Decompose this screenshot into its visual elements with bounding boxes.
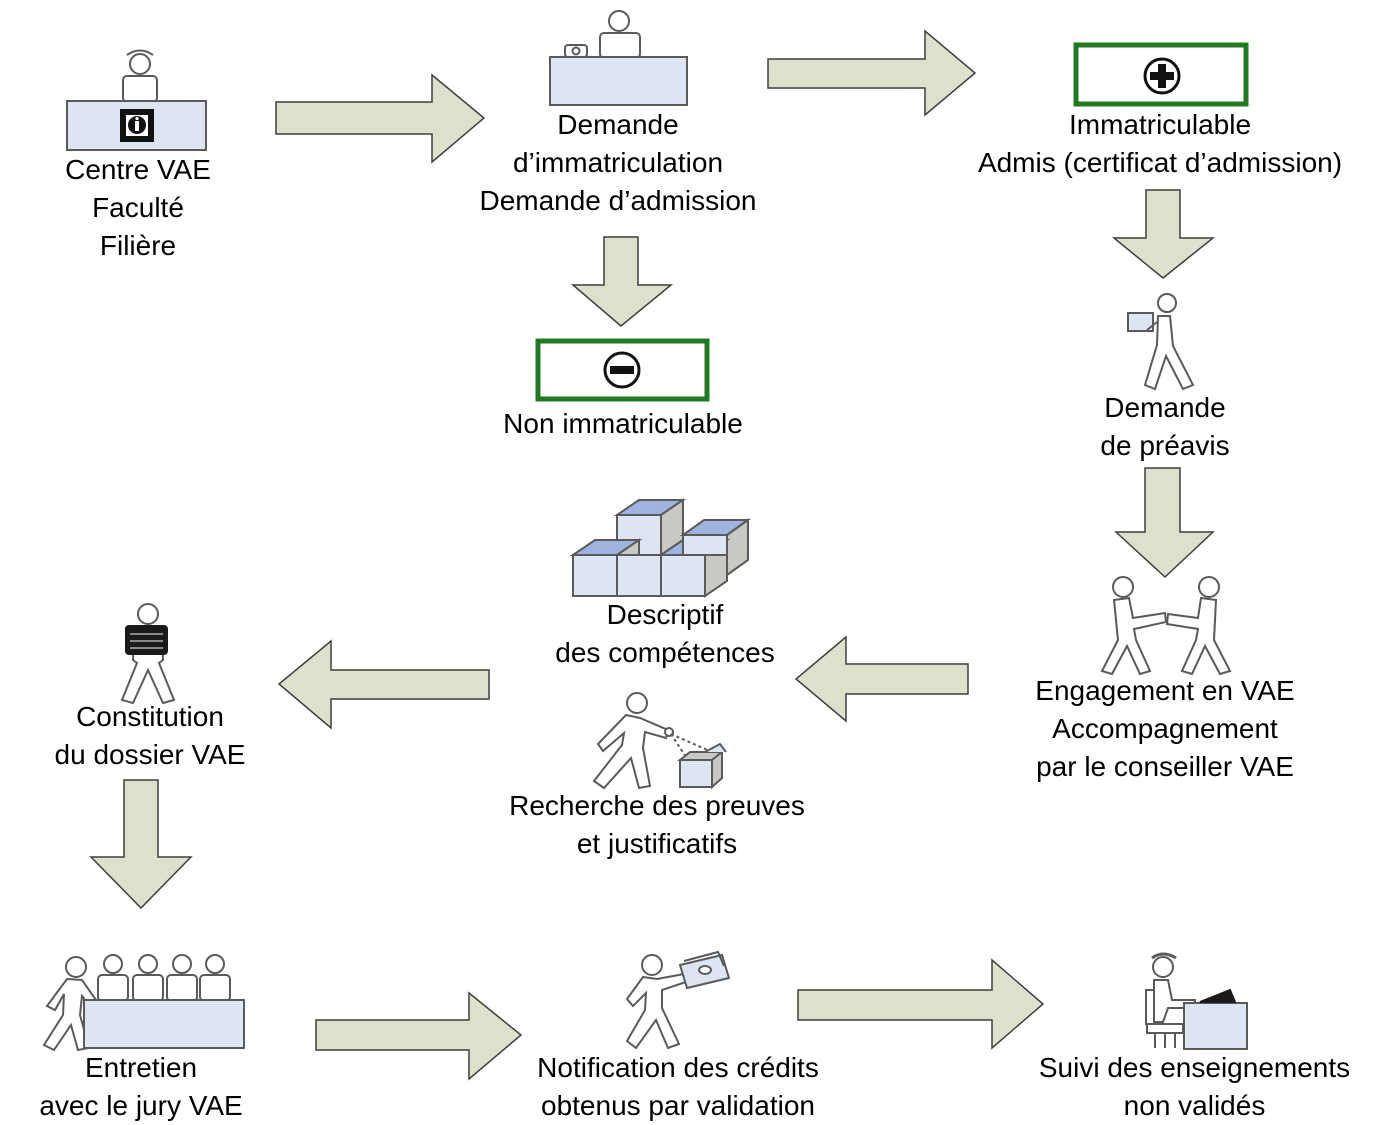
arrow-down-immatriculable-to-preavis — [1111, 189, 1216, 279]
label-line: Suivi des enseignements — [1038, 1052, 1351, 1083]
info-desk-icon — [66, 49, 207, 151]
label-line: du dossier VAE — [54, 739, 246, 770]
label-line: Engagement en VAE — [1035, 675, 1295, 706]
arrow-left-descriptif-to-constitution — [277, 639, 490, 730]
flow-arrows — [89, 29, 1216, 1081]
label-line: par le conseiller VAE — [1036, 751, 1294, 782]
arrow-down-preavis-to-engagement — [1114, 467, 1215, 579]
label-centre-vae: Centre VAE Faculté Filière — [32, 151, 244, 265]
label-line: Demande — [1104, 392, 1226, 423]
searching-person-icon — [592, 692, 727, 790]
person-with-file-icon — [120, 603, 176, 705]
label-suivi: Suivi des enseignements non validés — [1000, 1049, 1389, 1125]
label-line: Faculté — [92, 192, 184, 223]
person-at-computer-icon — [1145, 952, 1248, 1050]
arrow-right-demande-to-immatriculable — [767, 29, 977, 117]
label-line: Entretien — [84, 1052, 198, 1083]
label-non-immatriculable: Non immatriculable — [448, 405, 798, 443]
label-line: non validés — [1123, 1090, 1266, 1121]
arrow-right-centre-to-demande — [275, 73, 486, 164]
person-carrying-icon — [1127, 293, 1195, 391]
arrow-left-engagement-to-descriptif — [794, 635, 969, 723]
label-notification: Notification des crédits obtenus par val… — [490, 1049, 866, 1125]
label-line: d’immatriculation — [512, 147, 724, 178]
label-entretien: Entretien avec le jury VAE — [10, 1049, 272, 1125]
label-line: Descriptif — [606, 599, 724, 630]
label-engagement: Engagement en VAE Accompagnement par le … — [985, 672, 1345, 786]
label-line: Recherche des preuves — [509, 790, 805, 821]
label-recherche: Recherche des preuves et justificatifs — [462, 787, 852, 863]
jury-icon — [42, 954, 245, 1052]
label-line: Centre VAE — [65, 154, 211, 185]
reception-desk-icon — [549, 10, 688, 106]
label-line: avec le jury VAE — [39, 1090, 243, 1121]
plus-icon — [1073, 42, 1249, 107]
boxes-icon — [569, 498, 752, 598]
label-line: de préavis — [1100, 430, 1230, 461]
label-line: Demande d’admission — [479, 185, 757, 216]
label-line: Constitution — [76, 701, 224, 732]
label-line: et justificatifs — [576, 828, 738, 859]
label-constitution: Constitution du dossier VAE — [20, 698, 280, 774]
handshake-icon — [1100, 576, 1232, 676]
label-demande: Demande d’immatriculation Demande d’admi… — [428, 106, 808, 220]
label-line: des compétences — [555, 637, 775, 668]
label-line: Filière — [99, 230, 177, 261]
label-line: Admis (certificat d’admission) — [977, 147, 1343, 178]
arrow-down-constitution-to-entretien — [89, 779, 193, 910]
label-immatriculable: Immatriculable Admis (certificat d’admis… — [930, 106, 1389, 182]
label-line: Immatriculable — [1068, 109, 1252, 140]
label-line: Demande — [557, 109, 679, 140]
label-preavis: Demande de préavis — [1060, 389, 1270, 465]
label-line: Non immatriculable — [503, 408, 743, 439]
label-line: Accompagnement — [1052, 713, 1278, 744]
label-descriptif: Descriptif des compétences — [505, 596, 825, 672]
arrow-right-notification-to-suivi — [797, 958, 1045, 1050]
person-with-money-icon — [625, 950, 731, 1050]
label-line: Notification des crédits — [537, 1052, 819, 1083]
arrow-right-entretien-to-notification — [315, 991, 523, 1081]
label-line: obtenus par validation — [541, 1090, 815, 1121]
arrow-down-demande-to-non — [570, 236, 674, 327]
minus-icon — [535, 338, 710, 402]
